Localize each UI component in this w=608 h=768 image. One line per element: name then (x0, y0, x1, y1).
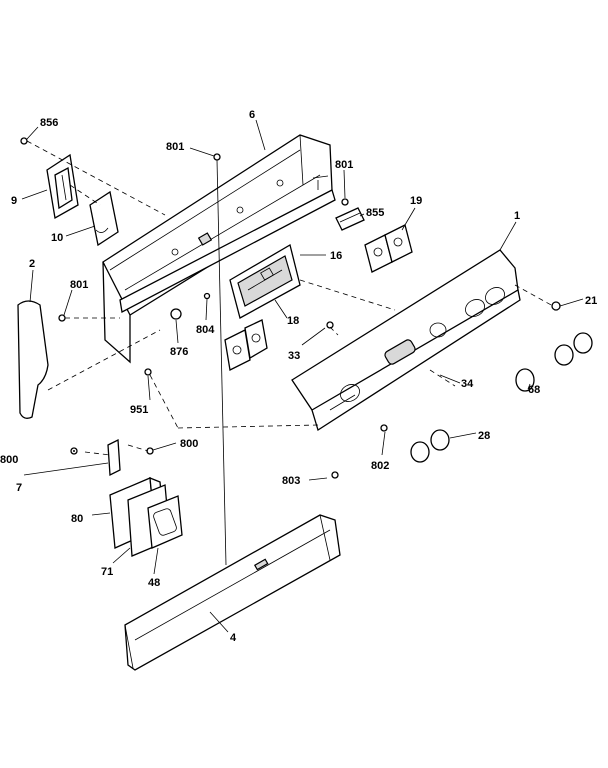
part-6-backguard-frame (102, 134, 336, 364)
label-80: 80 (71, 513, 83, 525)
label-801-right: 801 (335, 159, 353, 171)
label-4: 4 (230, 632, 237, 644)
label-6: 6 (249, 109, 255, 121)
leader-lines (21, 119, 584, 633)
part-18-control-board (229, 244, 301, 319)
label-18: 18 (287, 315, 299, 327)
label-855: 855 (366, 207, 384, 219)
label-28: 28 (478, 430, 490, 442)
label-1: 1 (514, 210, 520, 222)
knobs-28 (410, 429, 450, 463)
part-2-end-panel (17, 300, 49, 419)
switch-lower (224, 319, 268, 371)
part-19-switch-upper (364, 224, 413, 273)
label-800-left: 800 (0, 454, 18, 466)
label-804: 804 (196, 324, 215, 336)
label-951: 951 (130, 404, 148, 416)
part-4-lower-trim (124, 514, 341, 671)
part-48-switch (147, 495, 183, 549)
label-16: 16 (330, 250, 342, 262)
label-34: 34 (461, 378, 474, 390)
label-21: 21 (585, 295, 597, 307)
knobs-68 (515, 332, 593, 392)
part-7-bracket (107, 438, 121, 477)
screw-800-left-marker (73, 450, 75, 452)
label-19: 19 (410, 195, 422, 207)
label-876: 876 (170, 346, 188, 358)
part-1-control-panel (291, 249, 521, 432)
part-855-bracket (335, 207, 365, 231)
part-labels: 856 9 10 801 6 801 855 19 1 2 801 16 21 … (0, 109, 597, 644)
label-10: 10 (51, 232, 63, 244)
label-802: 802 (371, 460, 389, 472)
label-33: 33 (288, 350, 300, 362)
fasteners (20, 137, 561, 479)
label-800-right: 800 (180, 438, 198, 450)
label-71: 71 (101, 566, 113, 578)
label-9: 9 (11, 195, 17, 207)
label-801-left: 801 (70, 279, 88, 291)
part-10-bracket (89, 190, 119, 247)
label-2: 2 (29, 258, 35, 270)
label-7: 7 (16, 482, 22, 494)
label-803: 803 (282, 475, 300, 487)
label-856: 856 (40, 117, 58, 129)
assembly-lines (26, 140, 554, 566)
label-48: 48 (148, 577, 160, 589)
label-68: 68 (528, 384, 540, 396)
label-801-top: 801 (166, 141, 184, 153)
part-9-bracket (46, 153, 79, 220)
